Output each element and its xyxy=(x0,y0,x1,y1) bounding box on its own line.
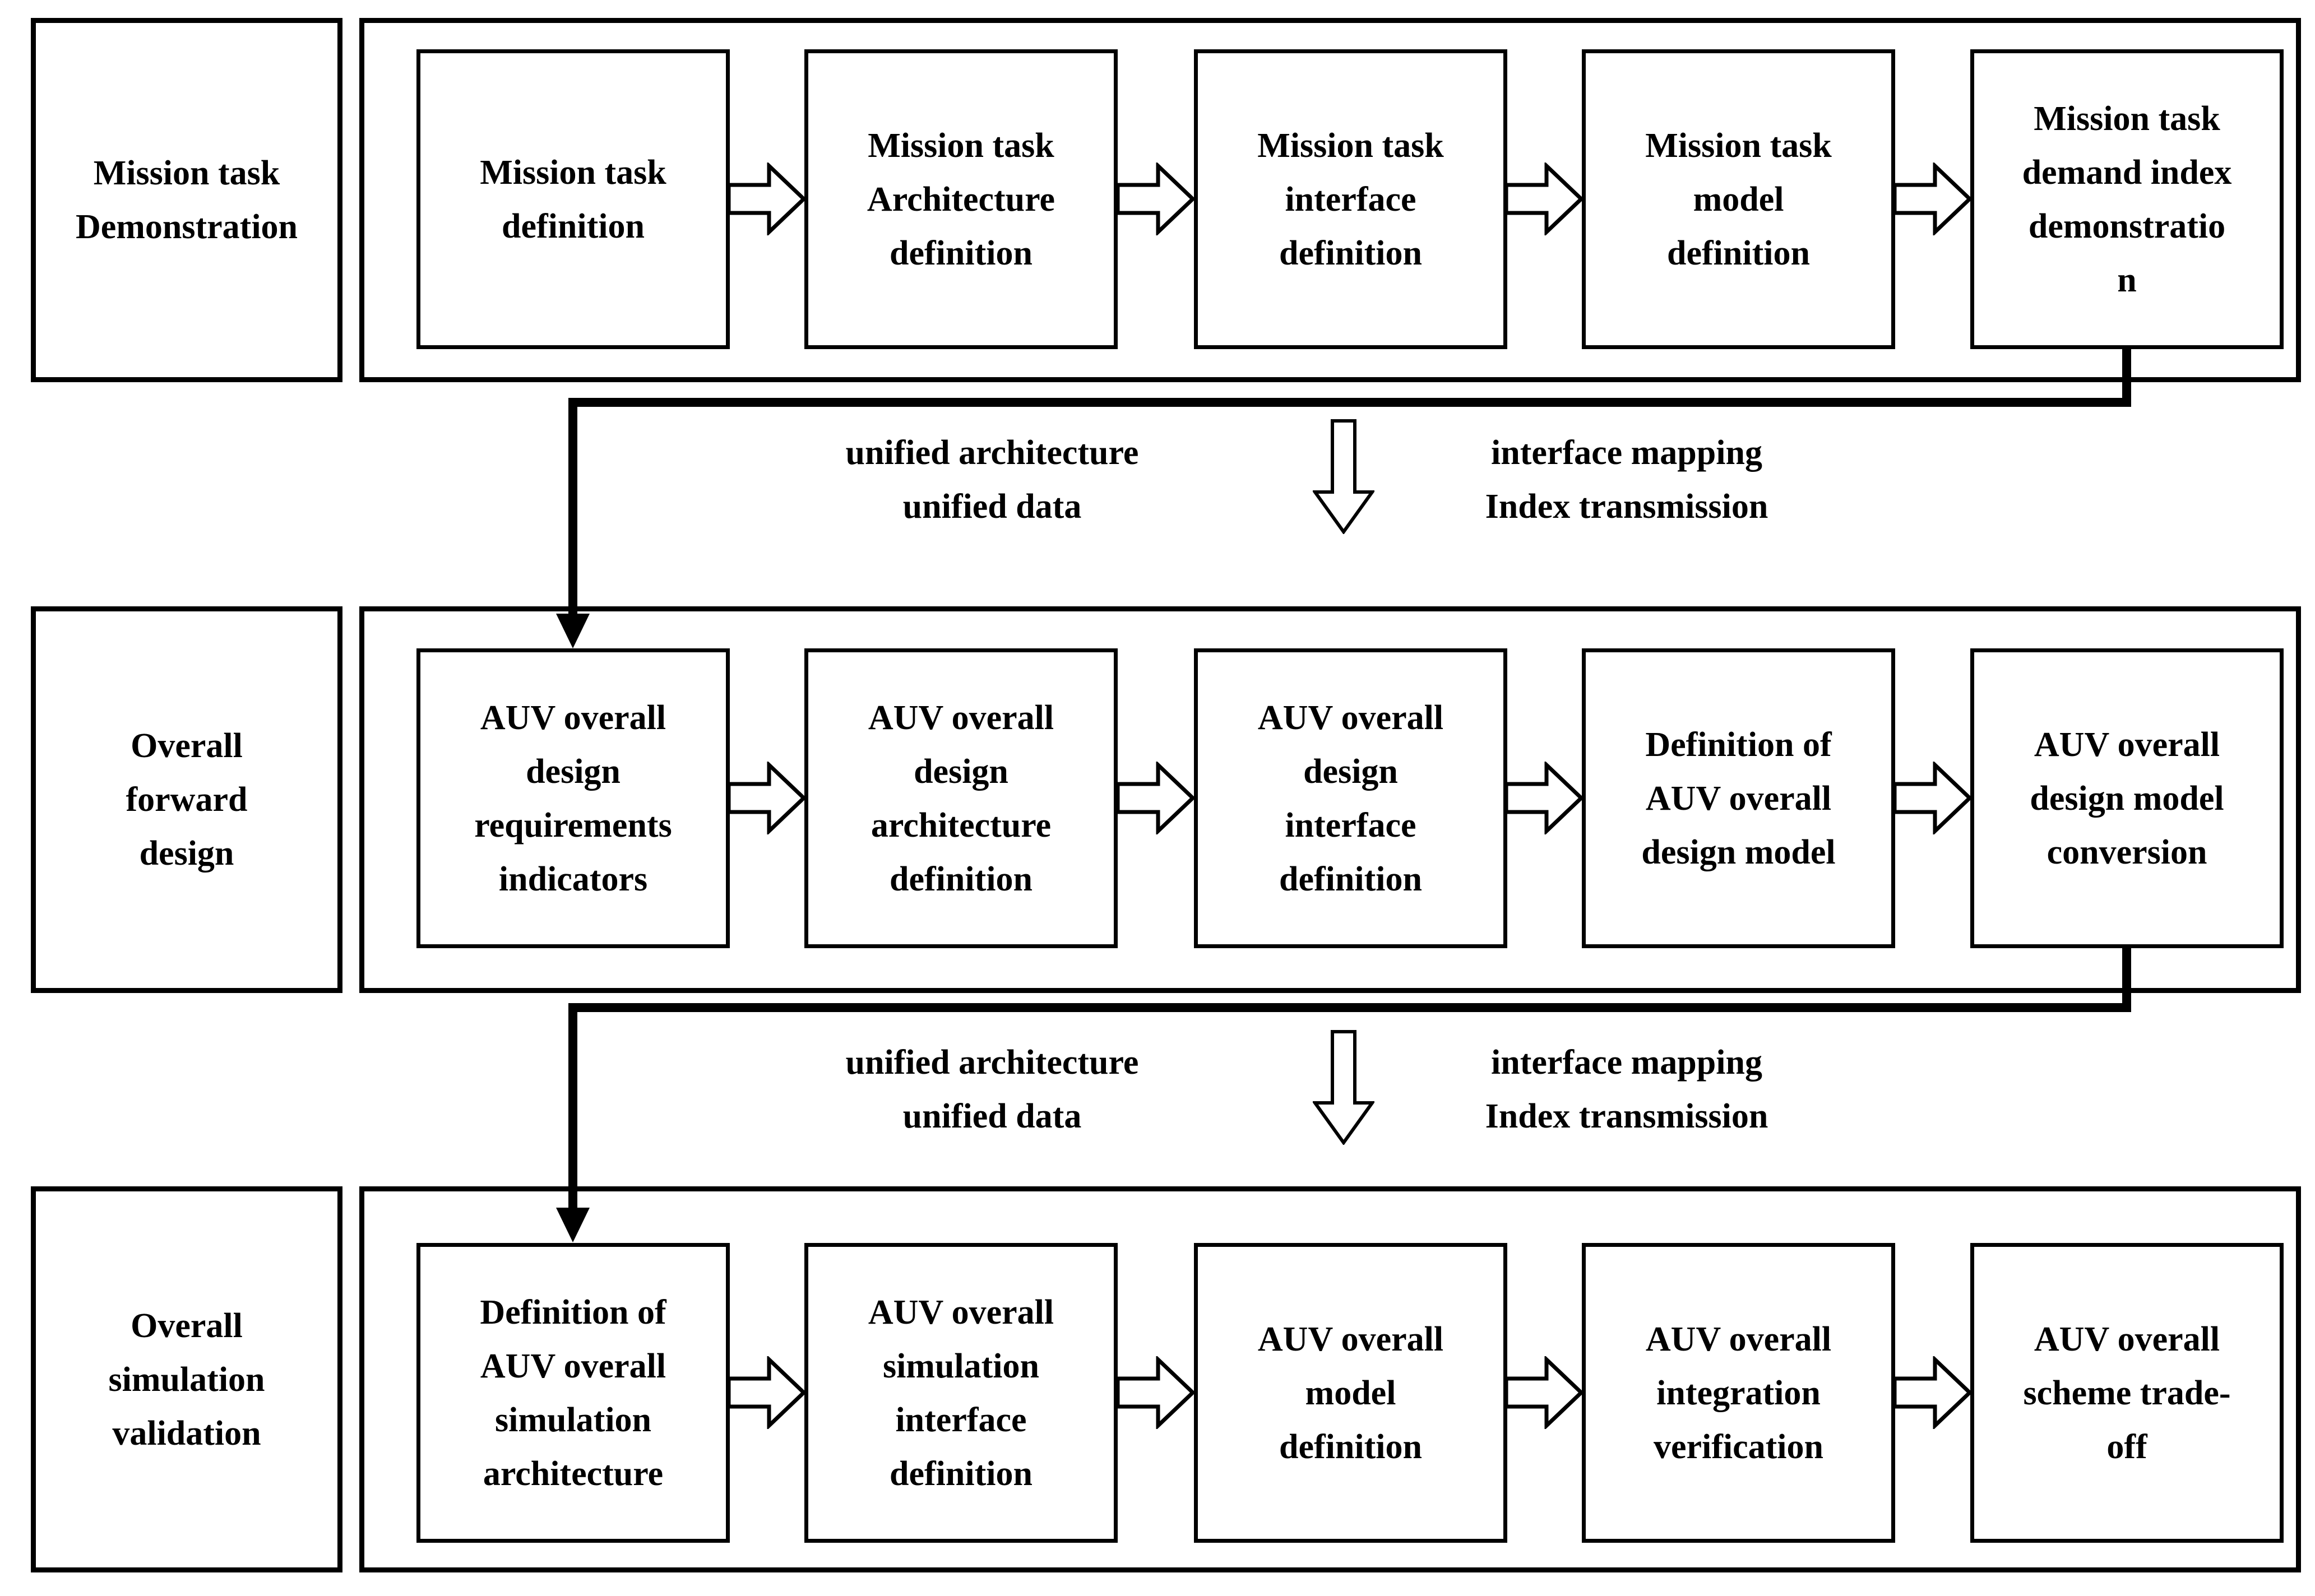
step-definition-of-auv-simulation-architecture: Definition of AUV overall simulation arc… xyxy=(416,1243,730,1543)
arrow-right-icon xyxy=(1893,1356,1972,1429)
arrow-right-icon xyxy=(1117,1356,1195,1429)
step-definition-of-auv-design-model: Definition of AUV overall design model xyxy=(1582,648,1895,948)
phase-container-row2 xyxy=(359,606,2301,993)
phase-label-mission-task-demonstration: Mission task Demonstration xyxy=(31,18,342,382)
step-auv-model-definition: AUV overall model definition xyxy=(1194,1243,1507,1543)
phase-container-row3 xyxy=(359,1186,2301,1572)
step-mission-task-interface-definition: Mission task interface definition xyxy=(1194,49,1507,349)
arrow-right-icon xyxy=(1117,762,1195,834)
step-auv-design-architecture-definition: AUV overall design architecture definiti… xyxy=(804,648,1118,948)
step-mission-task-architecture-definition: Mission task Architecture definition xyxy=(804,49,1118,349)
arrow-right-icon xyxy=(1505,163,1584,235)
arrow-right-icon xyxy=(728,762,806,834)
step-auv-design-interface-definition: AUV overall design interface definition xyxy=(1194,648,1507,948)
step-mission-task-demand-index-demonstration: Mission task demand index demonstratio n xyxy=(1970,49,2284,349)
transition-right-text: interface mapping Index transmission xyxy=(1485,434,1768,526)
phase-label-overall-forward-design: Overall forward design xyxy=(31,606,342,993)
elbow-segment-horizontal xyxy=(568,1003,2131,1012)
phase-container-row1 xyxy=(359,18,2301,382)
transition-right-text: interface mapping Index transmission xyxy=(1485,1043,1768,1135)
arrow-right-icon xyxy=(1505,762,1584,834)
phase-label-overall-simulation-validation: Overall simulation validation xyxy=(31,1186,342,1572)
arrowhead-down-icon xyxy=(556,614,590,648)
step-mission-task-model-definition: Mission task model definition xyxy=(1582,49,1895,349)
elbow-segment-vertical xyxy=(568,398,577,615)
step-mission-task-definition: Mission task definition xyxy=(416,49,730,349)
arrow-right-icon xyxy=(728,1356,806,1429)
transition-left-text: unified architecture unified data xyxy=(845,1043,1139,1135)
arrow-right-icon xyxy=(1893,163,1972,235)
elbow-segment-vertical xyxy=(2122,347,2131,406)
step-auv-scheme-trade-off: AUV overall scheme trade- off xyxy=(1970,1243,2284,1543)
arrow-right-icon xyxy=(728,163,806,235)
step-auv-integration-verification: AUV overall integration verification xyxy=(1582,1243,1895,1543)
transition-left-text: unified architecture unified data xyxy=(845,434,1139,526)
step-auv-simulation-interface-definition: AUV overall simulation interface definit… xyxy=(804,1243,1118,1543)
elbow-segment-horizontal xyxy=(568,398,2131,407)
arrowhead-down-icon xyxy=(556,1208,590,1242)
step-auv-design-requirements-indicators: AUV overall design requirements indicato… xyxy=(416,648,730,948)
arrow-down-icon xyxy=(1313,1030,1374,1145)
arrow-down-icon xyxy=(1313,419,1374,534)
arrow-right-icon xyxy=(1117,163,1195,235)
arrow-right-icon xyxy=(1893,762,1972,834)
arrow-right-icon xyxy=(1505,1356,1584,1429)
step-auv-design-model-conversion: AUV overall design model conversion xyxy=(1970,648,2284,948)
elbow-segment-vertical xyxy=(568,1003,577,1208)
elbow-segment-vertical xyxy=(2122,947,2131,1012)
